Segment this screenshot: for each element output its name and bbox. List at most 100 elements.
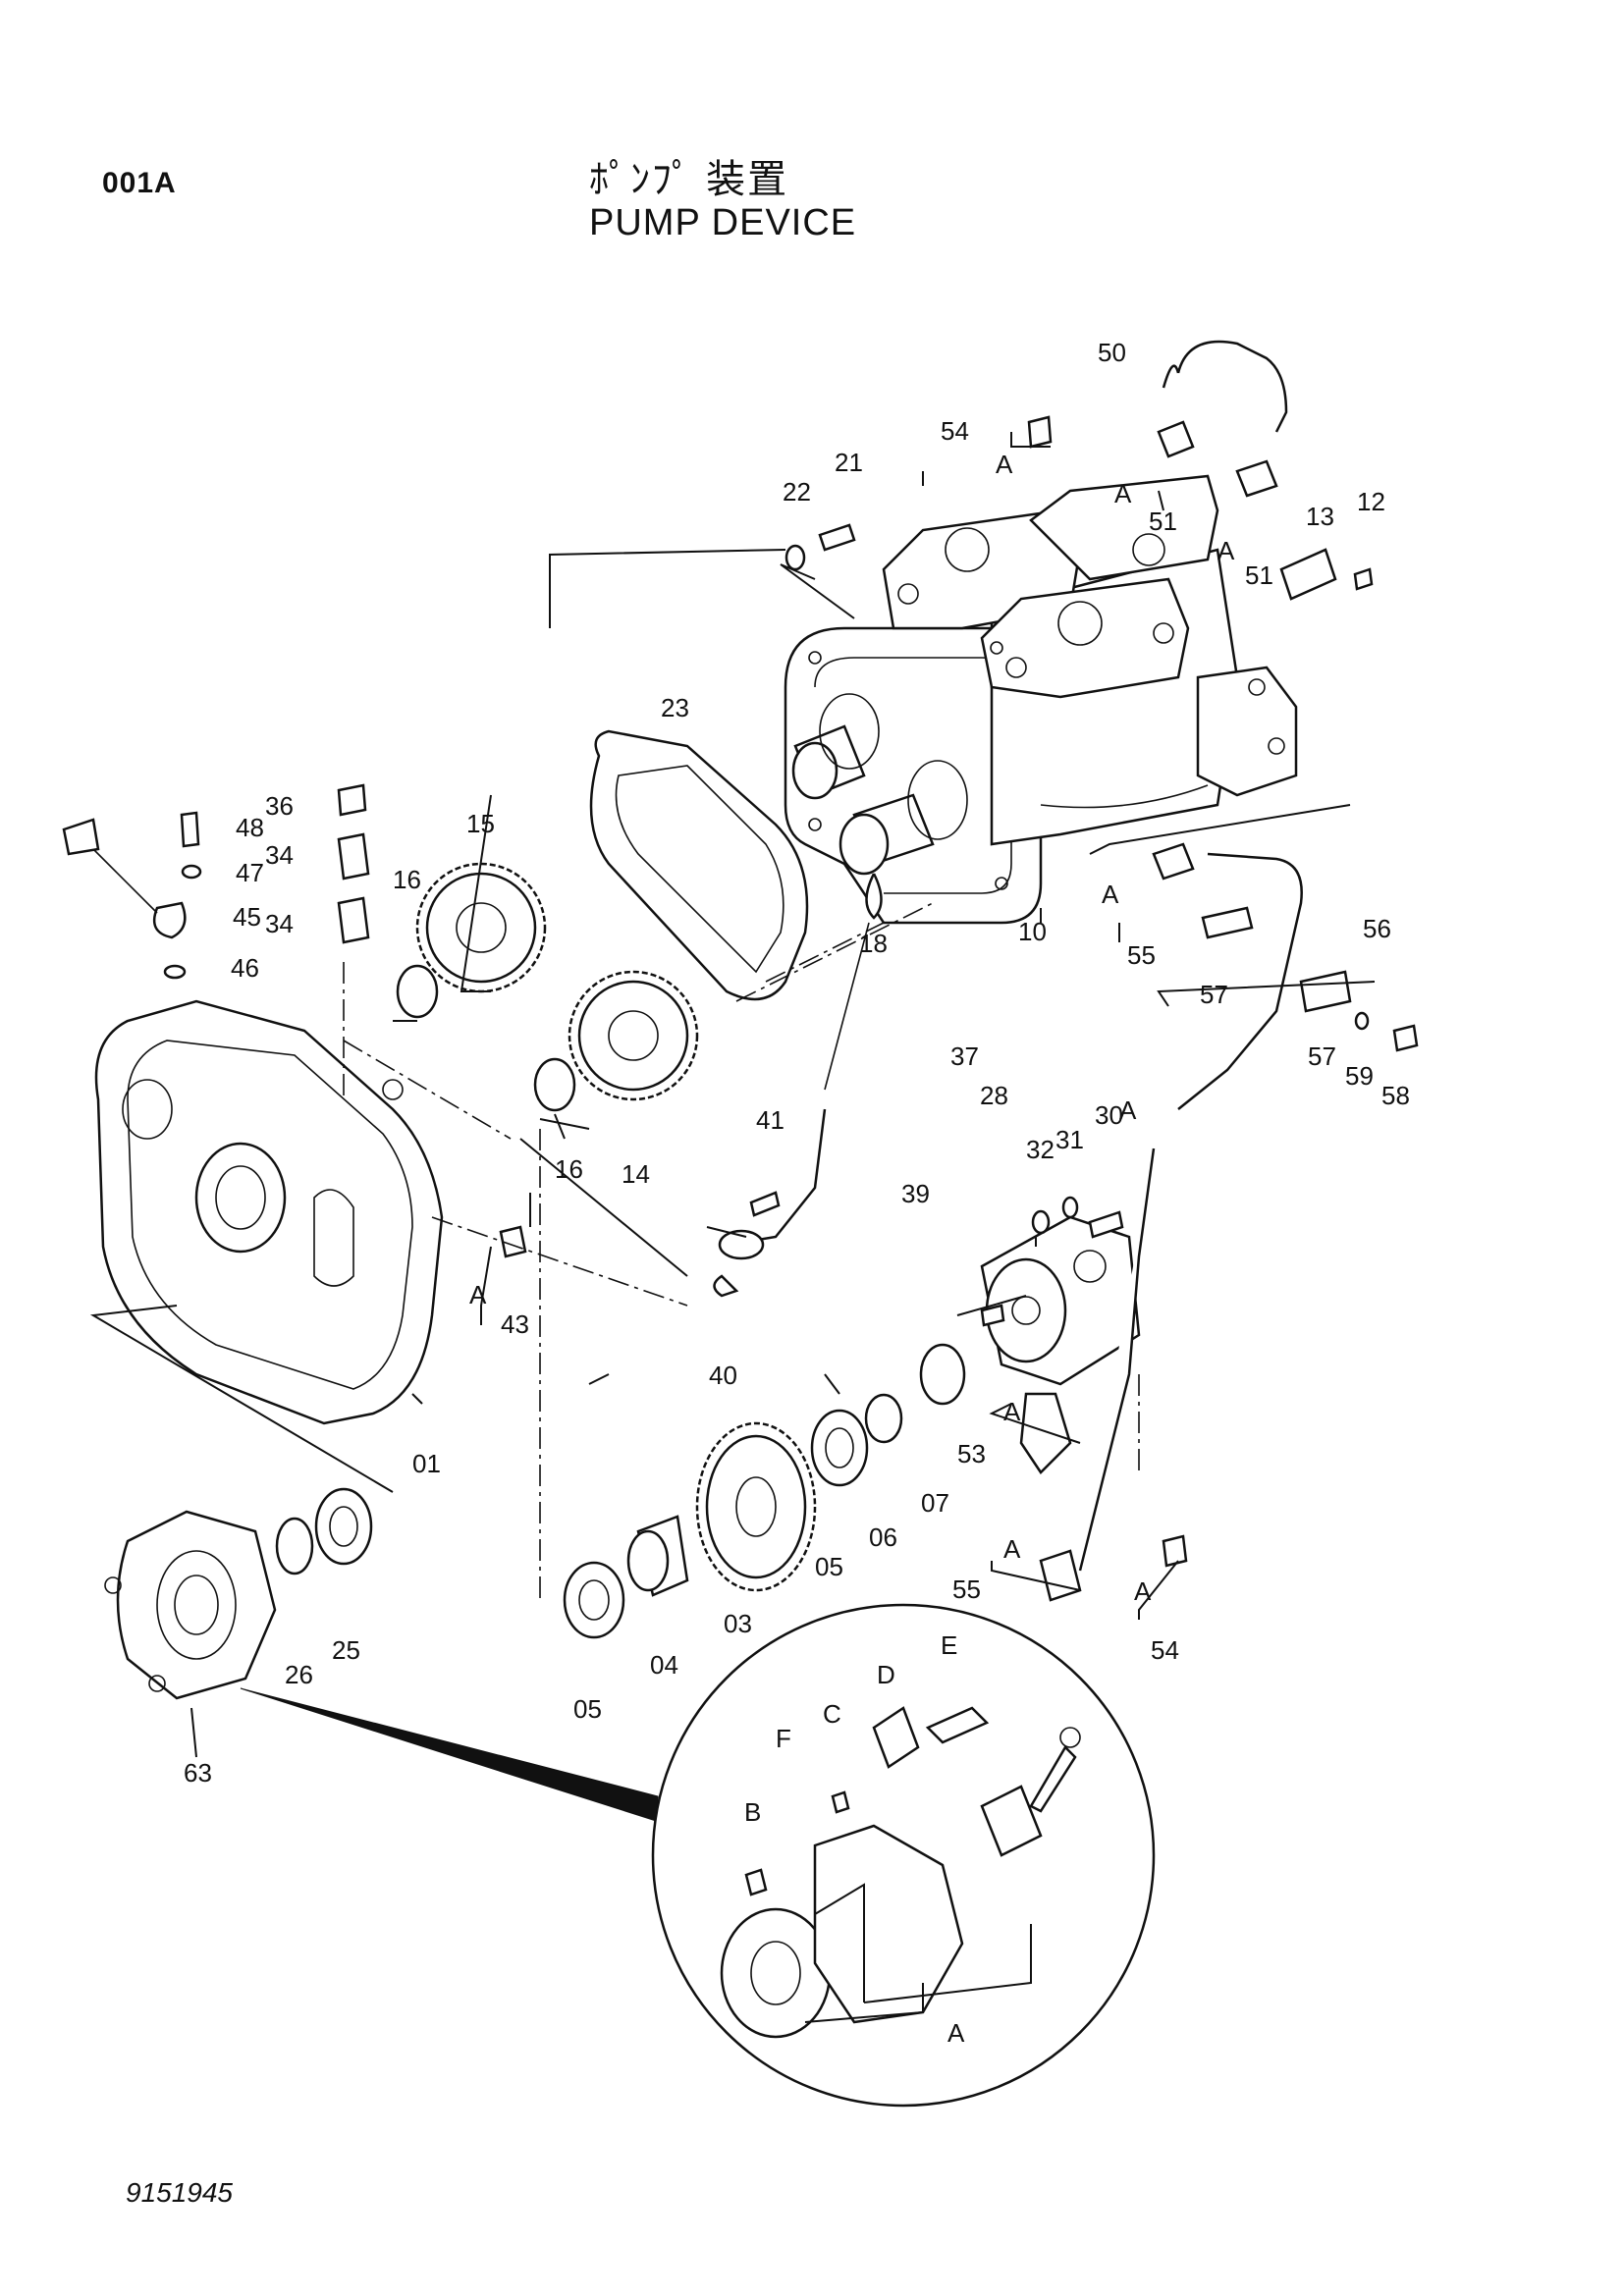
callout: 47 xyxy=(236,858,264,887)
bracket xyxy=(1201,906,1254,939)
callout: 03 xyxy=(724,1609,752,1638)
gear-15 xyxy=(415,862,547,993)
callout: 16 xyxy=(555,1154,583,1184)
callout: 63 xyxy=(184,1758,212,1788)
callout: 21 xyxy=(835,448,863,477)
callout: 55 xyxy=(952,1575,981,1604)
snap-ring xyxy=(275,1517,314,1575)
plug xyxy=(337,783,367,817)
callout: 32 xyxy=(1026,1135,1055,1164)
sub-label: A xyxy=(947,2018,965,2048)
gasket xyxy=(589,729,809,1001)
sub-label: A xyxy=(1114,479,1132,508)
sub-label: A xyxy=(1102,880,1119,909)
snap-ring xyxy=(396,964,439,1019)
drawing-number: 9151945 xyxy=(126,2177,234,2208)
callout: 54 xyxy=(1151,1635,1179,1665)
callout: 15 xyxy=(466,809,495,838)
callout: 41 xyxy=(756,1105,784,1135)
fitting xyxy=(1157,420,1195,458)
callout: 04 xyxy=(650,1650,678,1680)
callout: 07 xyxy=(921,1488,949,1518)
callout: 13 xyxy=(1306,502,1334,531)
callout: 51 xyxy=(1245,561,1273,590)
inset-label-e: E xyxy=(941,1630,957,1660)
callout: 18 xyxy=(859,929,888,958)
sub-label: A xyxy=(1217,536,1235,565)
page-title-japanese: ﾎﾟﾝﾌﾟ 装置 xyxy=(589,158,789,201)
callout: 22 xyxy=(783,477,811,507)
pipe xyxy=(1177,852,1303,1110)
callout: 26 xyxy=(285,1660,313,1689)
coupling-detail-inset xyxy=(240,1603,1156,2108)
callout: 14 xyxy=(622,1159,650,1189)
callout: 54 xyxy=(941,416,969,446)
callout: 34 xyxy=(265,909,294,938)
callout-labels: 01 03 04 05 05 06 07 10 12 13 14 15 16 1… xyxy=(184,338,1410,1788)
inset-label-d: D xyxy=(877,1660,895,1689)
callout: 37 xyxy=(950,1041,979,1071)
callout: 30 xyxy=(1095,1100,1123,1130)
callout: 34 xyxy=(265,840,294,870)
page-title-english: PUMP DEVICE xyxy=(589,202,857,243)
snap-ring xyxy=(919,1343,966,1406)
callout: 31 xyxy=(1055,1125,1084,1154)
sub-label: A xyxy=(1003,1397,1021,1426)
callout: 57 xyxy=(1308,1041,1336,1071)
main-pump-assembly xyxy=(784,474,1298,925)
bearing xyxy=(314,1487,373,1566)
callout: 01 xyxy=(412,1449,441,1478)
bolt xyxy=(1353,567,1374,591)
connector xyxy=(62,818,100,856)
inset-label-f: F xyxy=(776,1724,791,1753)
fitting xyxy=(1152,842,1195,881)
inset-label-c: C xyxy=(823,1699,841,1729)
callout: 48 xyxy=(236,813,264,842)
plug xyxy=(1162,1534,1188,1568)
inset-label-b: B xyxy=(744,1797,761,1827)
callout: 40 xyxy=(709,1361,737,1390)
sub-label: A xyxy=(996,450,1013,479)
callout: 28 xyxy=(980,1081,1008,1110)
leader-lines xyxy=(89,432,1376,2023)
adapter xyxy=(337,896,370,944)
callout: 59 xyxy=(1345,1061,1374,1091)
coupling xyxy=(104,1510,277,1700)
plug xyxy=(499,1225,527,1258)
plug xyxy=(1027,415,1053,449)
inset-labels: B C D E F xyxy=(744,1630,957,1827)
bearing xyxy=(810,1409,869,1487)
callout: 06 xyxy=(869,1522,897,1552)
ring-gasket xyxy=(713,1274,739,1298)
callout: 10 xyxy=(1018,917,1047,946)
sub-label: A xyxy=(1119,1095,1137,1125)
pump-housing xyxy=(94,999,444,1425)
callout: 05 xyxy=(815,1552,843,1581)
sub-label: A xyxy=(1003,1534,1021,1564)
callout: 25 xyxy=(332,1635,360,1665)
sub-label: A xyxy=(1134,1576,1152,1606)
adapter xyxy=(337,832,370,881)
callout: 46 xyxy=(231,953,259,983)
bracket xyxy=(1299,970,1352,1013)
snap-ring xyxy=(864,1393,903,1444)
callout: 39 xyxy=(901,1179,930,1208)
cover-plate xyxy=(1279,548,1337,601)
bolt xyxy=(180,811,200,848)
fitting xyxy=(1235,459,1278,498)
bolt xyxy=(818,523,856,552)
callout: 12 xyxy=(1357,487,1385,516)
bolt xyxy=(749,1191,781,1217)
callout: 57 xyxy=(1200,980,1228,1009)
callout: 05 xyxy=(573,1694,602,1724)
callout: 56 xyxy=(1363,914,1391,943)
callout: 58 xyxy=(1381,1081,1410,1110)
alignment-lines xyxy=(343,902,1140,1600)
bearing xyxy=(563,1561,625,1639)
callout: 45 xyxy=(233,902,261,932)
snap-ring xyxy=(533,1057,576,1112)
fitting xyxy=(1019,1392,1072,1474)
fitting xyxy=(1039,1549,1082,1602)
callout: 43 xyxy=(501,1309,529,1339)
callout: 36 xyxy=(265,791,294,821)
